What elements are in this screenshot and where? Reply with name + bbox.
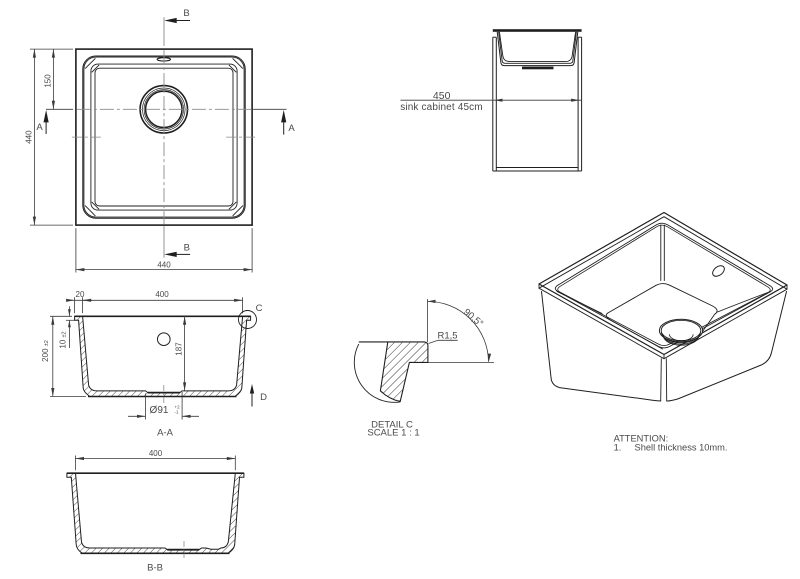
svg-text:C: C <box>256 303 263 314</box>
svg-text:A: A <box>288 123 295 134</box>
svg-text:DETAIL C: DETAIL C <box>371 420 413 431</box>
svg-text:400: 400 <box>155 290 169 299</box>
svg-text:Shell thickness 10mm.: Shell thickness 10mm. <box>635 443 728 453</box>
svg-text:sink cabinet 45cm: sink cabinet 45cm <box>400 102 483 113</box>
svg-text:-1: -1 <box>175 410 179 415</box>
svg-text:187: 187 <box>175 342 184 356</box>
svg-text:450: 450 <box>433 90 451 102</box>
svg-text:+2: +2 <box>175 405 181 410</box>
svg-text:ATTENTION:: ATTENTION: <box>614 433 669 443</box>
svg-text:150: 150 <box>43 74 52 88</box>
svg-text:440: 440 <box>157 260 171 269</box>
svg-text:B: B <box>184 243 190 254</box>
svg-text:R1,5: R1,5 <box>437 331 457 342</box>
svg-text:1.: 1. <box>614 443 622 453</box>
svg-text:SCALE 1 : 1: SCALE 1 : 1 <box>367 428 419 439</box>
svg-text:440: 440 <box>25 130 34 144</box>
svg-text:B: B <box>183 8 189 19</box>
svg-text:400: 400 <box>149 449 163 458</box>
svg-text:A: A <box>36 122 43 133</box>
svg-text:10 ±2: 10 ±2 <box>59 331 68 348</box>
svg-text:A-A: A-A <box>157 428 174 439</box>
svg-text:D: D <box>260 392 267 403</box>
svg-text:Ø91: Ø91 <box>150 405 169 416</box>
svg-text:20: 20 <box>76 290 85 299</box>
svg-text:200 ±2: 200 ±2 <box>41 340 50 362</box>
svg-text:B-B: B-B <box>147 563 163 574</box>
